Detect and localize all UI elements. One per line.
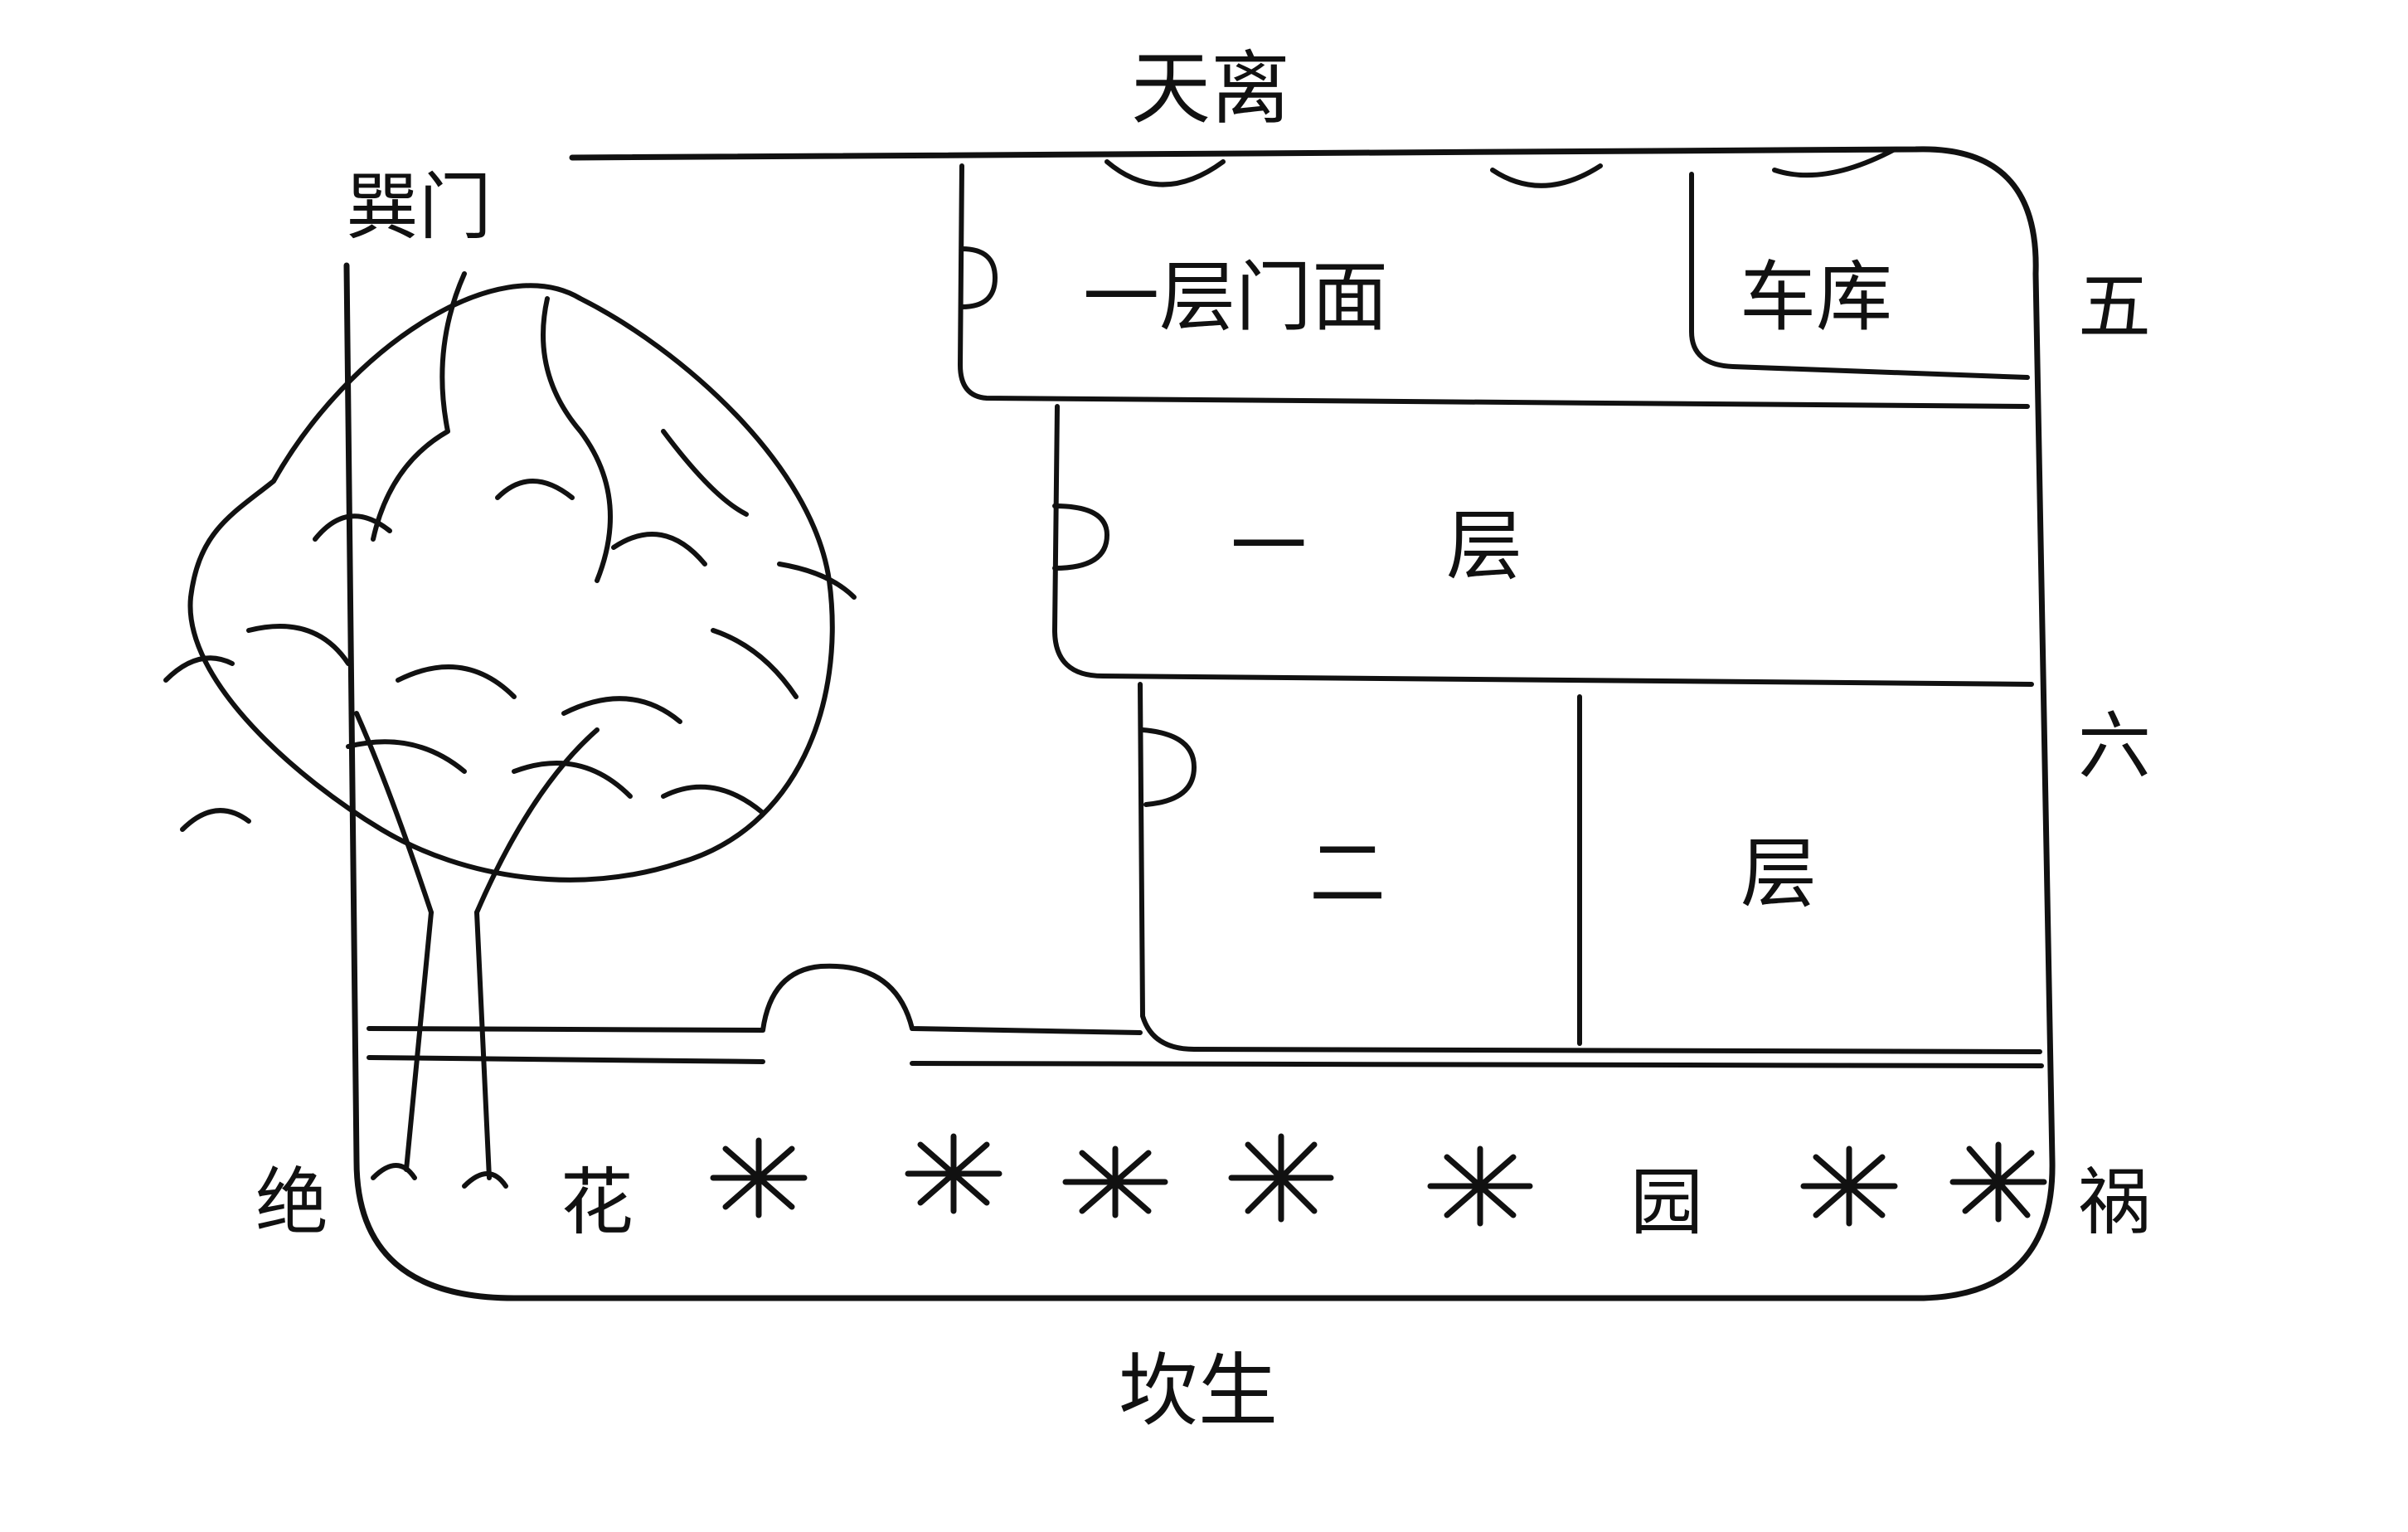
floor2-room xyxy=(1138,682,2042,1054)
floor1-door-arc xyxy=(1052,503,1109,571)
storefront-room xyxy=(958,163,2030,409)
tree-drawing xyxy=(163,271,857,1189)
shrub-3 xyxy=(1062,1145,1168,1218)
garden-wall-lower xyxy=(367,1055,2044,1068)
window-arc-2 xyxy=(1490,163,1603,188)
floor1-room xyxy=(1052,404,2034,687)
label-garage: 车库 xyxy=(1740,253,1892,342)
label-bottom: 坎生 xyxy=(1119,1345,1278,1437)
label-floor1-b: 层 xyxy=(1446,502,1522,591)
label-floor2-b: 层 xyxy=(1740,829,1817,918)
label-top: 天离 xyxy=(1131,42,1290,135)
window-arc-3 xyxy=(1772,147,1897,178)
label-storefront: 一层门面 xyxy=(1083,253,1388,342)
garden-wall-upper xyxy=(367,963,1143,1035)
label-right-middle: 六 xyxy=(2078,703,2151,789)
window-arc-1 xyxy=(1104,159,1226,187)
shrub-4 xyxy=(1228,1133,1334,1223)
label-floor1-a: 一 xyxy=(1231,502,1307,591)
shrub-7 xyxy=(1949,1141,2047,1223)
shrub-2 xyxy=(905,1133,1003,1214)
garden-shrubs xyxy=(710,1133,2047,1227)
shrub-1 xyxy=(710,1137,808,1218)
label-top-left: 巽门 xyxy=(346,164,492,250)
label-right-lower: 祸 xyxy=(2078,1160,2151,1245)
shrub-5 xyxy=(1427,1145,1533,1227)
label-bottom-left: 绝 xyxy=(255,1160,328,1245)
garage-room xyxy=(1689,172,2030,380)
lot-boundary xyxy=(343,146,2056,1301)
label-garden-1: 花 xyxy=(561,1160,634,1245)
label-garden-2: 园 xyxy=(1630,1160,1703,1245)
label-floor2-a: 二 xyxy=(1309,829,1386,918)
floor2-door-arc xyxy=(1140,727,1197,807)
storefront-door-arc xyxy=(959,246,998,309)
shrub-6 xyxy=(1800,1145,1898,1227)
label-right-upper: 五 xyxy=(2078,264,2151,349)
